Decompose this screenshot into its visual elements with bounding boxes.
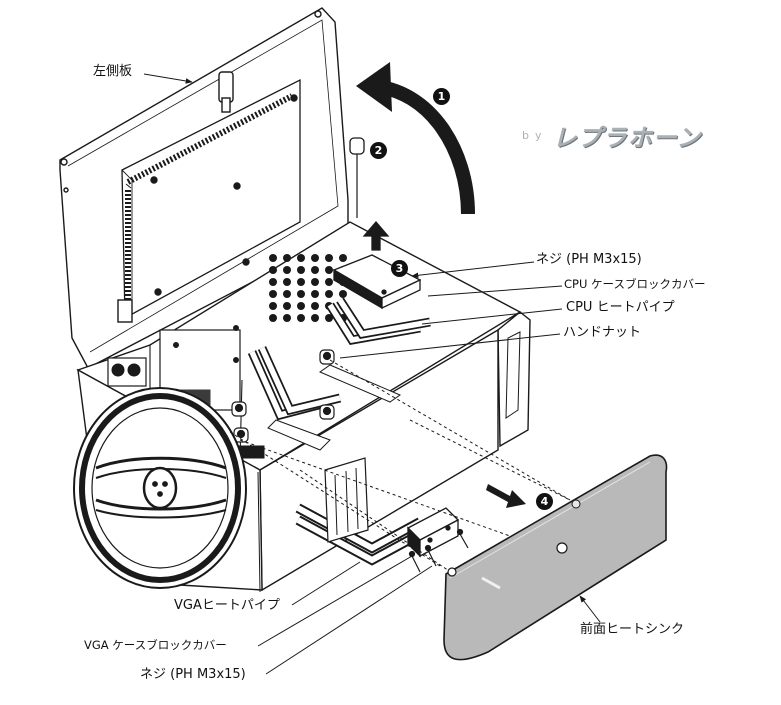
open-arrow (371, 79, 475, 215)
remove-arrow (486, 484, 526, 508)
label-screw-bottom: ネジ (PH M3x15) (140, 667, 246, 682)
alignment-lines (229, 359, 571, 576)
step-marker-1: 1 (433, 88, 450, 105)
label-cpu-heatpipe: CPU ヒートパイプ (566, 300, 675, 315)
label-vga-cover: VGA ケースブロックカバー (84, 638, 227, 652)
circular-fan (73, 387, 247, 589)
label-screw-top: ネジ (PH M3x15) (536, 252, 642, 267)
front-heatsink-plate (443, 454, 668, 661)
label-front-heatsink: 前面ヒートシンク (580, 622, 685, 637)
step-marker-2: 2 (370, 142, 387, 159)
brand-watermark: by レプラホーン (522, 118, 701, 153)
left-side-panel (59, 7, 349, 369)
brand-by: by (522, 129, 548, 142)
label-left-panel: 左側板 (93, 64, 133, 79)
label-cpu-cover: CPU ケースブロックカバー (564, 277, 706, 291)
label-vga-heatpipe: VGAヒートパイプ (174, 598, 280, 613)
cpu-block-cover (332, 221, 422, 310)
step-marker-4: 4 (536, 493, 553, 510)
bottom-screws (408, 528, 469, 573)
brand-name: レプラホーン (552, 124, 702, 152)
open-arrowhead (356, 62, 392, 112)
step-marker-3: 3 (391, 260, 408, 277)
top-screw (349, 137, 365, 218)
label-hand-nut: ハンドナット (563, 325, 642, 340)
leader-lines (143, 73, 601, 675)
